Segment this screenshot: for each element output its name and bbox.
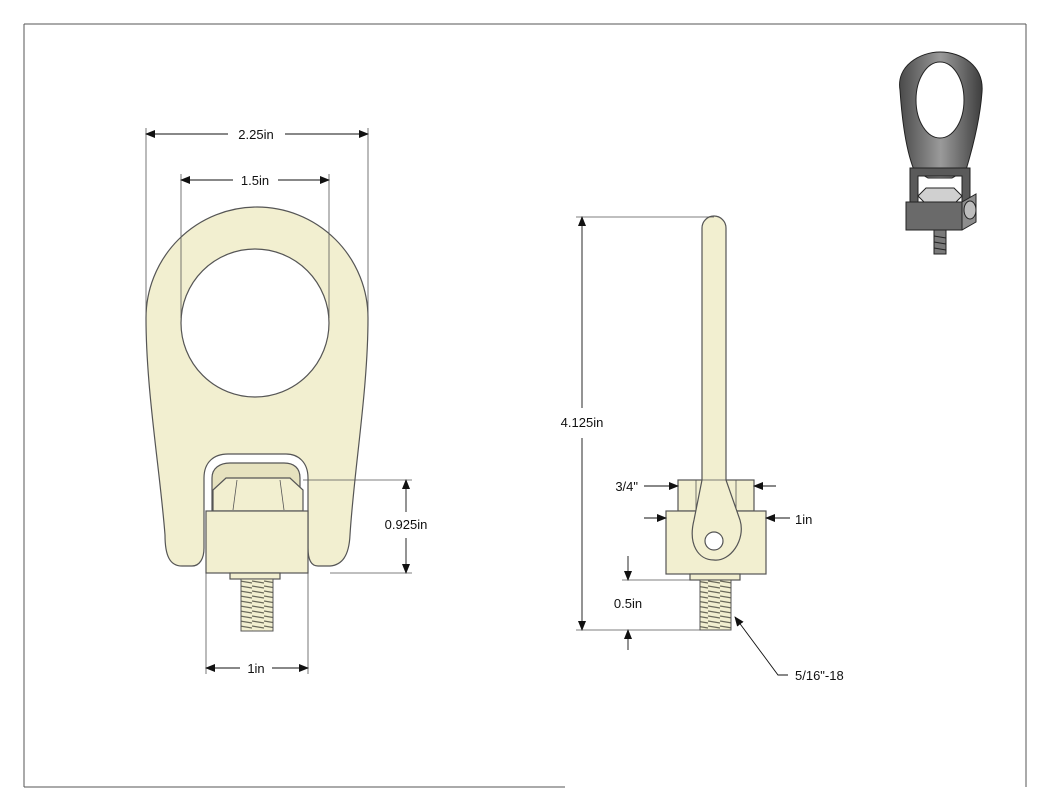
side-washer bbox=[689, 573, 741, 581]
front-dimensions: 2.25in 1.5in 0.925in 1in bbox=[145, 127, 428, 676]
side-eye-shank bbox=[691, 215, 742, 561]
side-view bbox=[665, 215, 767, 631]
dim-side-overall-height: 4.125in bbox=[561, 415, 604, 430]
dim-front-base-height: 0.925in bbox=[385, 517, 428, 532]
side-threaded-stud bbox=[699, 579, 732, 631]
dim-side-base-width: 1in bbox=[795, 512, 812, 527]
side-pin-hole bbox=[704, 531, 724, 551]
front-view bbox=[145, 206, 369, 632]
dim-front-overall-width: 2.25in bbox=[238, 127, 273, 142]
front-hex-nut bbox=[212, 477, 304, 512]
front-threaded-stud bbox=[240, 578, 274, 632]
dim-front-eye-diameter: 1.5in bbox=[241, 173, 269, 188]
dim-side-nut-width: 3/4" bbox=[615, 479, 638, 494]
front-base-block bbox=[205, 510, 309, 574]
sheet-border bbox=[23, 23, 1027, 788]
front-washer bbox=[229, 572, 281, 580]
dim-side-thread-length: 0.5in bbox=[614, 596, 642, 611]
dim-front-base-width: 1in bbox=[247, 661, 264, 676]
side-dimensions: 4.125in 3/4" 1in 0.5in 5/16"-18 bbox=[561, 216, 844, 683]
dim-thread-spec: 5/16"-18 bbox=[795, 668, 844, 683]
hoist-ring-3d-icon bbox=[899, 51, 983, 255]
front-eye-hole bbox=[180, 248, 330, 398]
